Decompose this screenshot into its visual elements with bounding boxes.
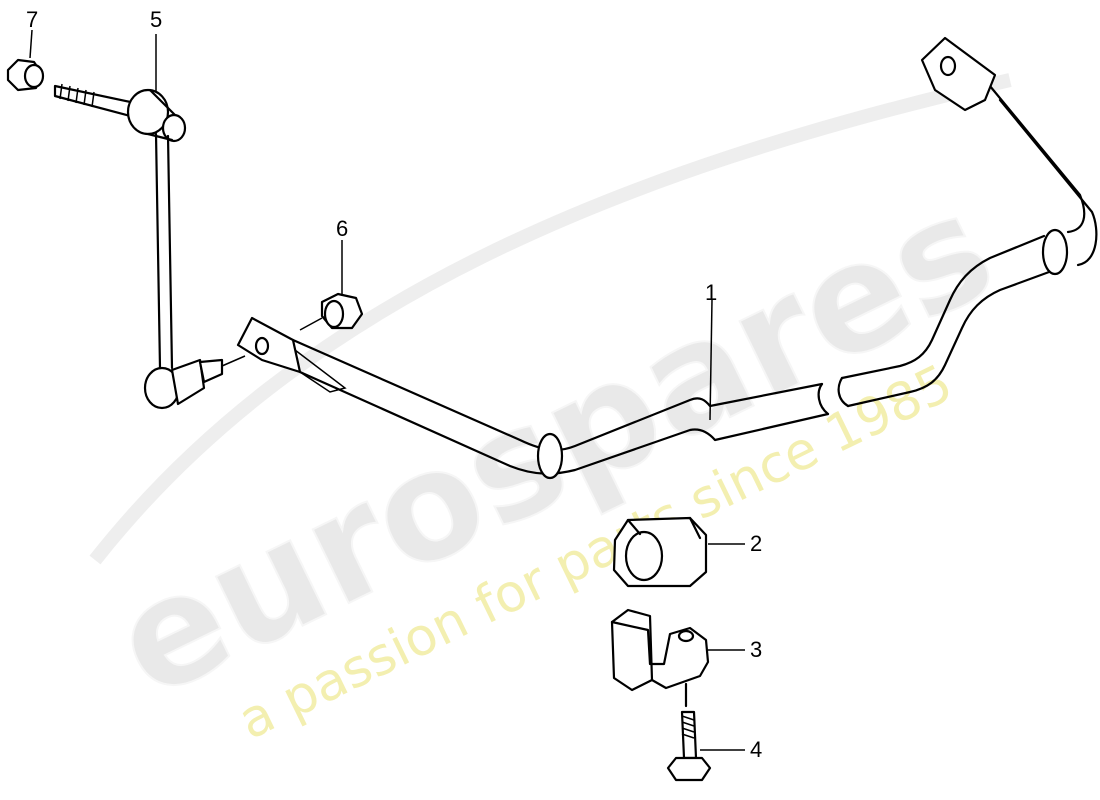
callout-4: 4 <box>750 737 762 762</box>
bracket-strap <box>610 608 710 690</box>
callout-1: 1 <box>705 280 717 305</box>
bar-right-hole <box>939 55 957 77</box>
bar-left-flare <box>294 349 347 393</box>
coupling-rod-thread <box>59 83 95 108</box>
hex-nut-7 <box>6 58 45 92</box>
callout-3: 3 <box>750 637 762 662</box>
bolt-thread <box>681 715 695 739</box>
callout-2: 2 <box>750 531 762 556</box>
coupling-rod-lower-housing <box>170 358 206 406</box>
bar-right-arm-outer <box>983 78 1086 234</box>
bracket-hole <box>677 629 695 643</box>
bolt-head <box>666 756 712 782</box>
bracket-left-side <box>610 620 654 692</box>
callout-6: 6 <box>336 216 348 241</box>
rubber-bushing <box>612 516 708 588</box>
bar-lower-edge-right <box>846 266 1062 408</box>
bar-left-hole <box>254 336 270 356</box>
bar-upper-edge-left <box>291 338 824 452</box>
bar-lower-edge-left <box>298 370 830 475</box>
bar-right-eye <box>920 36 997 112</box>
callout-5: 5 <box>150 7 162 32</box>
hex-nut-6 <box>299 292 364 331</box>
callout-7: 7 <box>26 7 38 32</box>
coupling-rod-shaft <box>154 132 174 370</box>
mounting-bracket <box>610 608 710 692</box>
bar-bushing-ring-right <box>1041 228 1069 276</box>
coupling-rod-upper-eye <box>161 113 187 143</box>
bar-break-right <box>837 376 850 408</box>
bushing-bore <box>624 530 664 582</box>
watermark: eurospares a passion for parts since 198… <box>89 73 1019 752</box>
stabilizer-bar <box>236 36 1098 480</box>
coupling-rod <box>53 83 246 410</box>
callout-leaders <box>29 29 745 751</box>
hex-bolt <box>666 682 712 782</box>
leader-1 <box>709 299 713 421</box>
bar-bushing-ring-left <box>536 432 564 480</box>
callout-labels: 1 2 3 4 5 6 7 <box>26 7 762 762</box>
coupling-rod-lower-leader <box>221 355 246 367</box>
nut-7-washer <box>23 63 45 89</box>
nut-6-washer <box>323 299 345 329</box>
bushing-edges <box>626 516 702 540</box>
bar-break-left <box>817 382 830 416</box>
leader-7 <box>29 29 33 59</box>
coupling-rod-lower-stud <box>198 358 224 384</box>
nut-6-assembly-line <box>299 317 323 331</box>
bar-upper-edge-right <box>840 234 1046 380</box>
bar-right-arm-inner <box>998 98 1098 267</box>
